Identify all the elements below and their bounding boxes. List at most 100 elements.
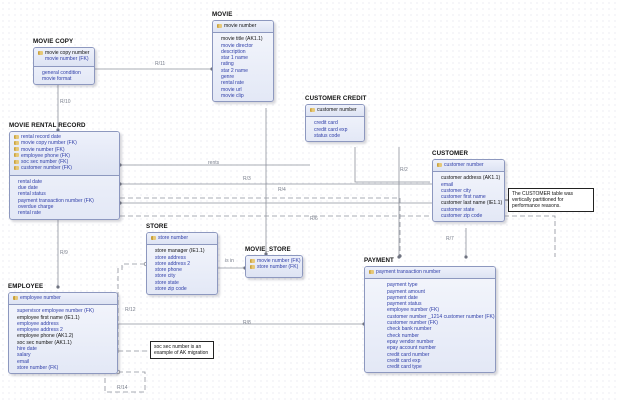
entity-attribute: rental date	[18, 178, 43, 185]
key-icon	[151, 235, 156, 240]
entity-title: MOVIE RENTAL RECORD	[9, 122, 86, 129]
primary-key-attr: movie number (FK)	[14, 147, 115, 153]
entity-title: MOVIE COPY	[33, 38, 74, 45]
entity-attribute: genre	[221, 74, 235, 81]
entity-attribute: star 2 name	[221, 67, 248, 74]
entity-attribute: employee number (FK)	[387, 307, 440, 314]
entity-attribute: customer number (FK)	[387, 320, 438, 327]
entity-attribute: customer first name	[441, 194, 486, 201]
relationship-label: R/6	[310, 216, 318, 222]
key-icon	[250, 258, 255, 263]
primary-key-attr: movie number (FK)	[45, 56, 89, 63]
entity-attribute: general condition	[42, 69, 81, 76]
relationship-label: rents	[208, 160, 220, 166]
key-icon	[437, 162, 442, 167]
entity-movie[interactable]: MOVIE movie number movie title (AK1.1) m…	[212, 11, 274, 103]
relationship-line	[121, 263, 146, 270]
relationship-line	[354, 147, 430, 183]
key-icon	[14, 140, 19, 145]
entity-attribute: email	[17, 358, 30, 365]
primary-key-attr: store number (FK)	[250, 264, 298, 270]
entity-attribute: hire date	[17, 346, 37, 353]
entity-attribute: store manager (IE1.1)	[155, 248, 205, 255]
entity-attribute: soc sec number (AK1.1)	[17, 339, 72, 346]
entity-attribute: payment amount	[387, 288, 425, 295]
relationship-label: is in	[225, 258, 234, 264]
entity-attribute: store address	[155, 254, 186, 261]
primary-key-attr: soc sec number (FK)	[14, 159, 115, 165]
entity-attribute: payment date	[387, 294, 418, 301]
relationship-dot	[398, 254, 402, 258]
entity-attribute: email	[441, 181, 454, 188]
entity-employee[interactable]: EMPLOYEE employee number supervisor empl…	[8, 283, 118, 375]
entity-attribute: star 1 name	[221, 55, 248, 62]
key-icon	[14, 159, 19, 164]
entity-title: CUSTOMER CREDIT	[305, 95, 367, 102]
relationship-line	[120, 215, 556, 257]
entity-customer[interactable]: CUSTOMER customer number customer addres…	[432, 150, 505, 223]
entity-movie-rental-record[interactable]: MOVIE RENTAL RECORD rental record date m…	[9, 122, 120, 220]
entity-attribute: store number (FK)	[17, 364, 59, 371]
primary-key-attr: movie number	[217, 23, 269, 29]
entity-attribute: credit card exp	[387, 357, 421, 364]
relationship-label: R/3	[243, 176, 251, 182]
entity-payment[interactable]: PAYMENT payment transaction number payme…	[364, 257, 496, 374]
entity-attribute: employee address	[17, 320, 59, 327]
entity-attribute: overdue charge	[18, 203, 54, 210]
entity-attribute: rental status	[18, 191, 46, 198]
entity-title: MOVIE	[212, 11, 233, 18]
entity-attribute: movie url	[221, 86, 242, 93]
entity-attribute: customer city	[441, 187, 472, 194]
entity-attribute: credit card exp	[314, 126, 348, 133]
primary-key-attr: customer number	[310, 107, 360, 113]
entity-attribute: customer number _1214 customer number (F…	[387, 313, 495, 320]
relationship-dot	[56, 285, 60, 289]
entity-attribute: employee phone (AK1.2)	[17, 333, 74, 340]
entity-attribute: description	[221, 48, 246, 55]
relationship-label: R/8	[243, 320, 251, 326]
primary-key-attr: customer number	[437, 162, 500, 168]
entity-attribute: store state	[155, 279, 179, 286]
entity-title: PAYMENT	[364, 257, 394, 264]
entity-attribute: movie format	[42, 75, 72, 82]
entity-attribute: credit card type	[387, 364, 422, 371]
entity-attribute: payment status	[387, 301, 422, 308]
entity-attribute: rental rate	[221, 80, 244, 87]
entity-attribute: customer zip code	[441, 213, 483, 220]
entity-attribute: credit card number	[387, 351, 430, 358]
entity-attribute: epay account number	[387, 345, 436, 352]
relationship-label: R/2	[400, 167, 408, 173]
entity-movie-copy[interactable]: MOVIE COPY movie copy number movie numbe…	[33, 38, 95, 86]
entity-attribute: due date	[18, 185, 38, 192]
entity-attribute: credit card	[314, 120, 338, 127]
entity-attribute: employee first name (IE1.1)	[17, 314, 80, 321]
entity-attribute: customer address (AK1.1)	[441, 175, 501, 182]
relationship-label: R/11	[155, 61, 166, 67]
primary-key-attr: customer number (FK)	[14, 165, 115, 171]
key-icon	[13, 295, 18, 300]
entity-title: EMPLOYEE	[8, 283, 44, 290]
entity-title: MOVIE_STORE	[245, 246, 291, 253]
entity-customer-credit[interactable]: CUSTOMER CREDIT customer number credit c…	[305, 95, 367, 143]
relationship-label: R/10	[60, 99, 71, 105]
key-icon	[38, 50, 43, 55]
relationship-line	[120, 197, 401, 256]
customer-partition-note: The CUSTOMER table was vertically partit…	[508, 188, 594, 212]
entity-attribute: payment type	[387, 282, 418, 289]
entity-attribute: rating	[221, 61, 234, 68]
key-icon	[310, 107, 315, 112]
primary-key-attr: movie copy number	[38, 50, 90, 56]
relationship-label: R/7	[446, 236, 454, 242]
entity-attribute: status code	[314, 132, 341, 139]
key-icon	[14, 153, 19, 158]
entity-attribute: store phone	[155, 267, 182, 274]
entity-attribute: epay vendor number	[387, 338, 434, 345]
entity-attribute: supervisor employee number (FK)	[17, 308, 95, 315]
relationship-label: R/4	[278, 187, 286, 193]
entity-store[interactable]: STORE store number store manager (IE1.1)…	[146, 223, 218, 296]
entity-movie-store[interactable]: MOVIE_STORE movie number (FK) store numb…	[245, 246, 303, 278]
entity-title: STORE	[146, 223, 168, 230]
relationship-label: R/12	[125, 307, 136, 313]
ak-migration-note: soc sec number is an example of AK migra…	[150, 341, 214, 359]
